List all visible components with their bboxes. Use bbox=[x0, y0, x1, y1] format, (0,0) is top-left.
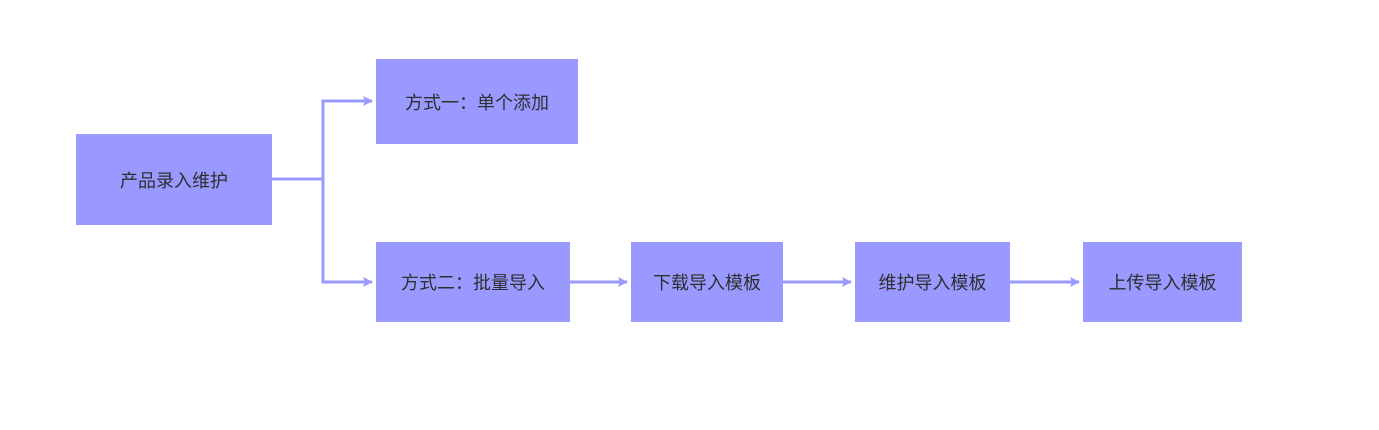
node-label: 维护导入模板 bbox=[878, 273, 987, 294]
node-label: 产品录入维护 bbox=[120, 170, 228, 192]
node-upload-import-template: 上传导入模板 bbox=[1083, 242, 1242, 322]
node-label: 上传导入模板 bbox=[1108, 273, 1217, 294]
node-label: 下载导入模板 bbox=[653, 273, 761, 294]
node-method-two-batch-import: 方式二：批量导入 bbox=[376, 242, 570, 322]
node-label: 方式一：单个添加 bbox=[405, 92, 549, 114]
node-maintain-import-template: 维护导入模板 bbox=[855, 242, 1010, 322]
node-download-import-template: 下载导入模板 bbox=[631, 242, 783, 322]
connector-root-to-single bbox=[272, 96, 373, 181]
connector-root-to-batch bbox=[272, 177, 373, 287]
node-method-one-single-add: 方式一：单个添加 bbox=[376, 59, 578, 144]
node-label: 方式二：批量导入 bbox=[401, 273, 545, 294]
node-product-entry-maintenance: 产品录入维护 bbox=[76, 134, 272, 225]
